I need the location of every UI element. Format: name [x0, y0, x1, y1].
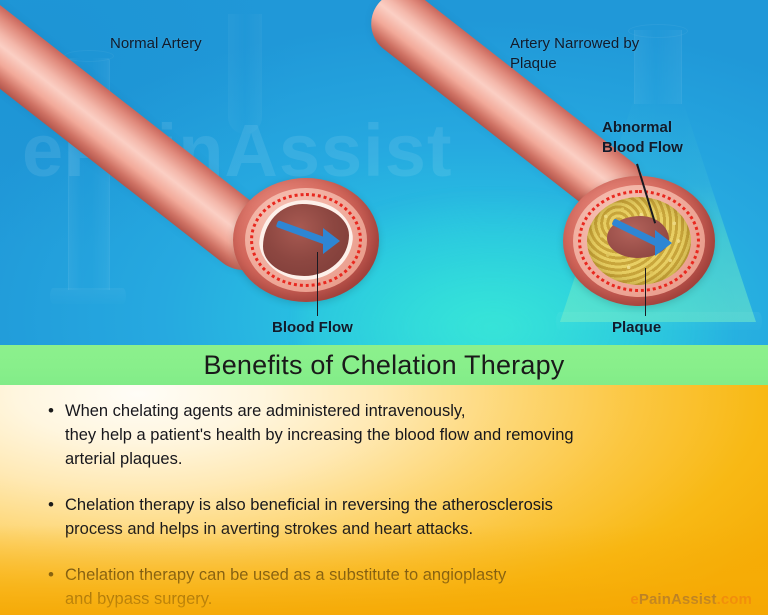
artery-lumen-wrap [259, 200, 353, 280]
illustration-panel: ePainAssist [0, 0, 768, 345]
label-artery-narrowed-by-plaque: Artery Narrowed by Plaque [510, 35, 640, 72]
flask-neck-icon [634, 30, 682, 104]
list-item-text: Chelation therapy is also beneficial in … [65, 496, 553, 538]
artery-endothelium-ring [250, 193, 362, 287]
arrow-shaft [611, 218, 660, 247]
arrow-head-icon [323, 228, 340, 254]
logo-prefix: e [630, 591, 639, 608]
title-band: Benefits of Chelation Therapy [0, 345, 768, 385]
artery-lumen [259, 200, 353, 280]
leader-line-blood-flow [317, 252, 319, 316]
test-tube-icon [228, 14, 262, 134]
normal-artery-cross-section [233, 178, 379, 302]
benefits-panel: • When chelating agents are administered… [0, 385, 768, 615]
narrowed-artery-cross-section [563, 176, 715, 306]
flask-lip-icon [628, 24, 688, 38]
logo-name: PainAssist [638, 591, 717, 608]
graduated-cylinder-base-icon [50, 288, 126, 304]
site-logo[interactable]: ePainAssist.com [630, 592, 752, 607]
list-item: • Chelation therapy can be used as a sub… [0, 563, 768, 611]
artery-endothelium-ring [578, 190, 700, 292]
benefits-list: • When chelating agents are administered… [0, 385, 768, 611]
arrow-shaft [275, 220, 329, 246]
leader-line-plaque [645, 268, 647, 316]
blood-flow-arrow [275, 216, 345, 254]
bullet-marker-icon: • [48, 495, 54, 514]
abnormal-blood-flow-arrow [611, 216, 679, 256]
list-item: • When chelating agents are administered… [0, 399, 768, 471]
list-item: • Chelation therapy is also beneficial i… [0, 493, 768, 541]
arrow-head-icon [655, 230, 672, 256]
list-item-text: Chelation therapy can be used as a subst… [65, 566, 507, 608]
label-normal-artery: Normal Artery [110, 35, 202, 52]
bullet-marker-icon: • [48, 401, 54, 420]
bullet-marker-icon: • [48, 565, 54, 584]
label-abnormal-blood-flow: Abnormal Blood Flow [602, 119, 683, 156]
page-title: Benefits of Chelation Therapy [203, 349, 565, 380]
logo-tld: .com [716, 591, 752, 608]
label-blood-flow: Blood Flow [272, 319, 353, 336]
label-plaque: Plaque [612, 319, 662, 336]
flask-base-icon [556, 312, 762, 330]
list-item-text: When chelating agents are administered i… [65, 402, 574, 468]
